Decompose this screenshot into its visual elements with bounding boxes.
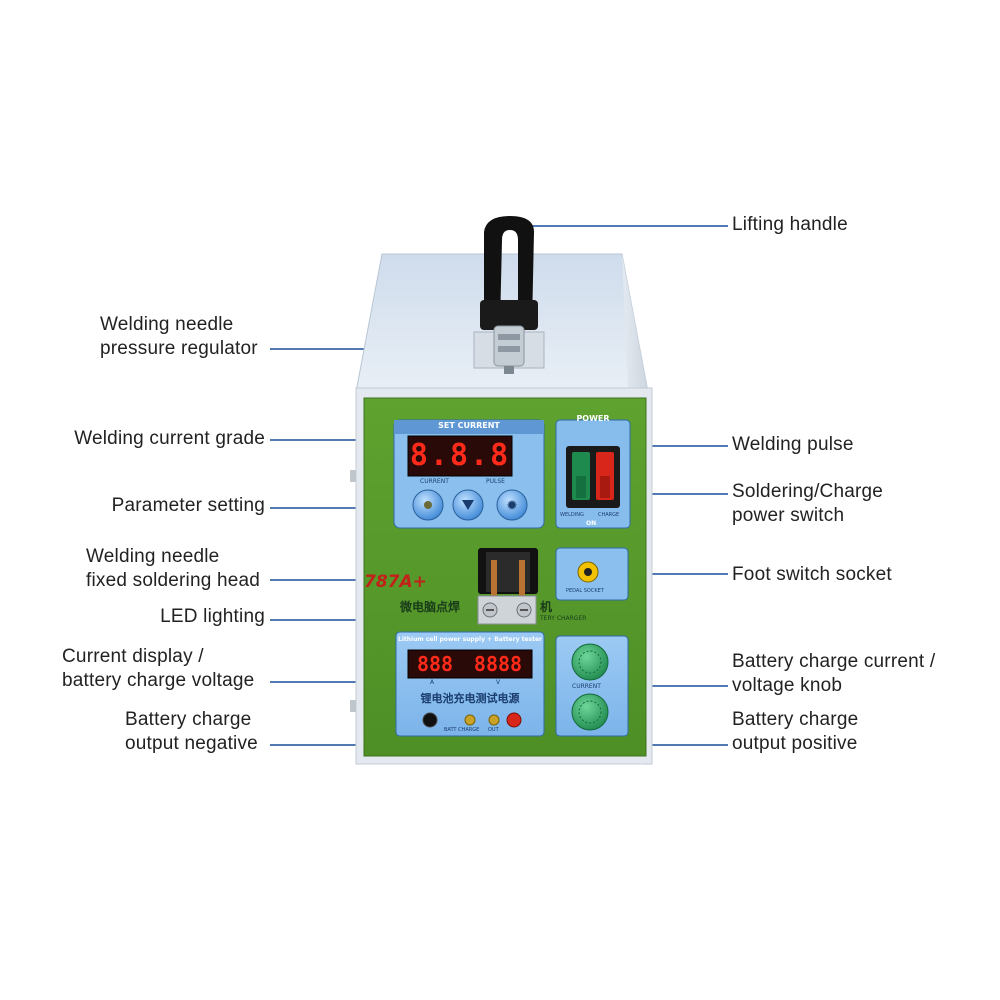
lithium-title: Lithium cell power supply + Battery test… <box>398 636 542 643</box>
label-line: Battery charge <box>125 709 252 730</box>
label-line: Lifting handle <box>732 214 848 235</box>
set-current-title: SET CURRENT <box>438 421 500 430</box>
label-line: output negative <box>125 733 258 754</box>
label-line: Battery charge <box>732 709 859 730</box>
model-name: 787A+ <box>364 572 427 592</box>
welding-label: WELDING <box>560 512 584 518</box>
label-line: battery charge voltage <box>62 670 255 691</box>
label-welding-current-grade: Welding current grade <box>74 427 265 451</box>
out-label: OUT <box>488 727 499 733</box>
label-line: LED lighting <box>160 606 265 627</box>
label-needle-fixed-head: Welding needle fixed soldering head <box>86 545 260 593</box>
label-line: Welding current grade <box>74 428 265 449</box>
chinese-title-right: 机 <box>540 600 553 614</box>
unit-a-label: A <box>430 679 435 686</box>
label-line: Welding needle <box>100 314 234 335</box>
label-led-lighting: LED lighting <box>160 605 265 629</box>
label-charge-knob: Battery charge current / voltage knob <box>732 650 935 698</box>
label-charge-output-negative: Battery charge output negative <box>125 708 258 756</box>
on-label: ON <box>586 520 597 527</box>
label-line: power switch <box>732 505 845 526</box>
chinese-bottom-title: 锂电池充电测试电源 <box>420 692 520 705</box>
label-needle-pressure-regulator: Welding needle pressure regulator <box>100 313 258 361</box>
knob-current-label: CURRENT <box>572 683 601 690</box>
battery-display-left: 888 <box>416 652 454 676</box>
label-lifting-handle: Lifting handle <box>732 213 848 237</box>
pedal-socket-label: PEDAL SOCKET <box>566 588 604 594</box>
label-line: Welding pulse <box>732 434 854 455</box>
label-line: pressure regulator <box>100 338 258 359</box>
label-welding-pulse: Welding pulse <box>732 433 854 457</box>
label-parameter-setting: Parameter setting <box>112 494 265 518</box>
label-line: Battery charge current / <box>732 651 936 672</box>
chinese-title-left: 微电脑点焊 <box>400 600 461 614</box>
led-display-battery <box>407 649 533 679</box>
charge-current-knob <box>571 643 609 681</box>
led-display-set-current <box>407 435 513 477</box>
label-line: Foot switch socket <box>732 564 892 585</box>
output-negative-terminal <box>422 712 438 728</box>
current-label: CURRENT <box>420 478 449 485</box>
unit-v-label: V <box>496 679 501 686</box>
svg-text:✹: ✹ <box>506 498 518 514</box>
label-line: Soldering/Charge <box>732 481 884 502</box>
output-positive-terminal <box>506 712 522 728</box>
battery-display-right: 8888 <box>473 652 523 676</box>
label-line: Welding needle <box>86 546 220 567</box>
label-line: voltage knob <box>732 675 843 696</box>
charge-voltage-knob <box>571 693 609 731</box>
label-line: Parameter setting <box>111 495 265 516</box>
label-line: output positive <box>732 733 858 754</box>
label-foot-switch-socket: Foot switch socket <box>732 563 892 587</box>
param-button-right <box>496 489 528 521</box>
label-line: Current display / <box>62 646 204 667</box>
lifting-handle <box>473 216 545 374</box>
batt-charge-label: BATT CHARGE <box>444 727 480 733</box>
set-current-digits: 8.8.8 <box>409 438 511 473</box>
label-current-display: Current display / battery charge voltage <box>62 645 254 693</box>
set-current-header <box>394 420 544 434</box>
power-title: POWER <box>576 414 610 423</box>
battery-charger-label: TERY CHARGER <box>540 615 587 622</box>
pulse-label: PULSE <box>486 478 505 485</box>
label-line: fixed soldering head <box>86 570 261 591</box>
welding-head <box>477 548 538 625</box>
label-charge-output-positive: Battery charge output positive <box>732 708 858 756</box>
charge-label: CHARGE <box>598 512 620 518</box>
label-power-switch: Soldering/Charge power switch <box>732 480 883 528</box>
